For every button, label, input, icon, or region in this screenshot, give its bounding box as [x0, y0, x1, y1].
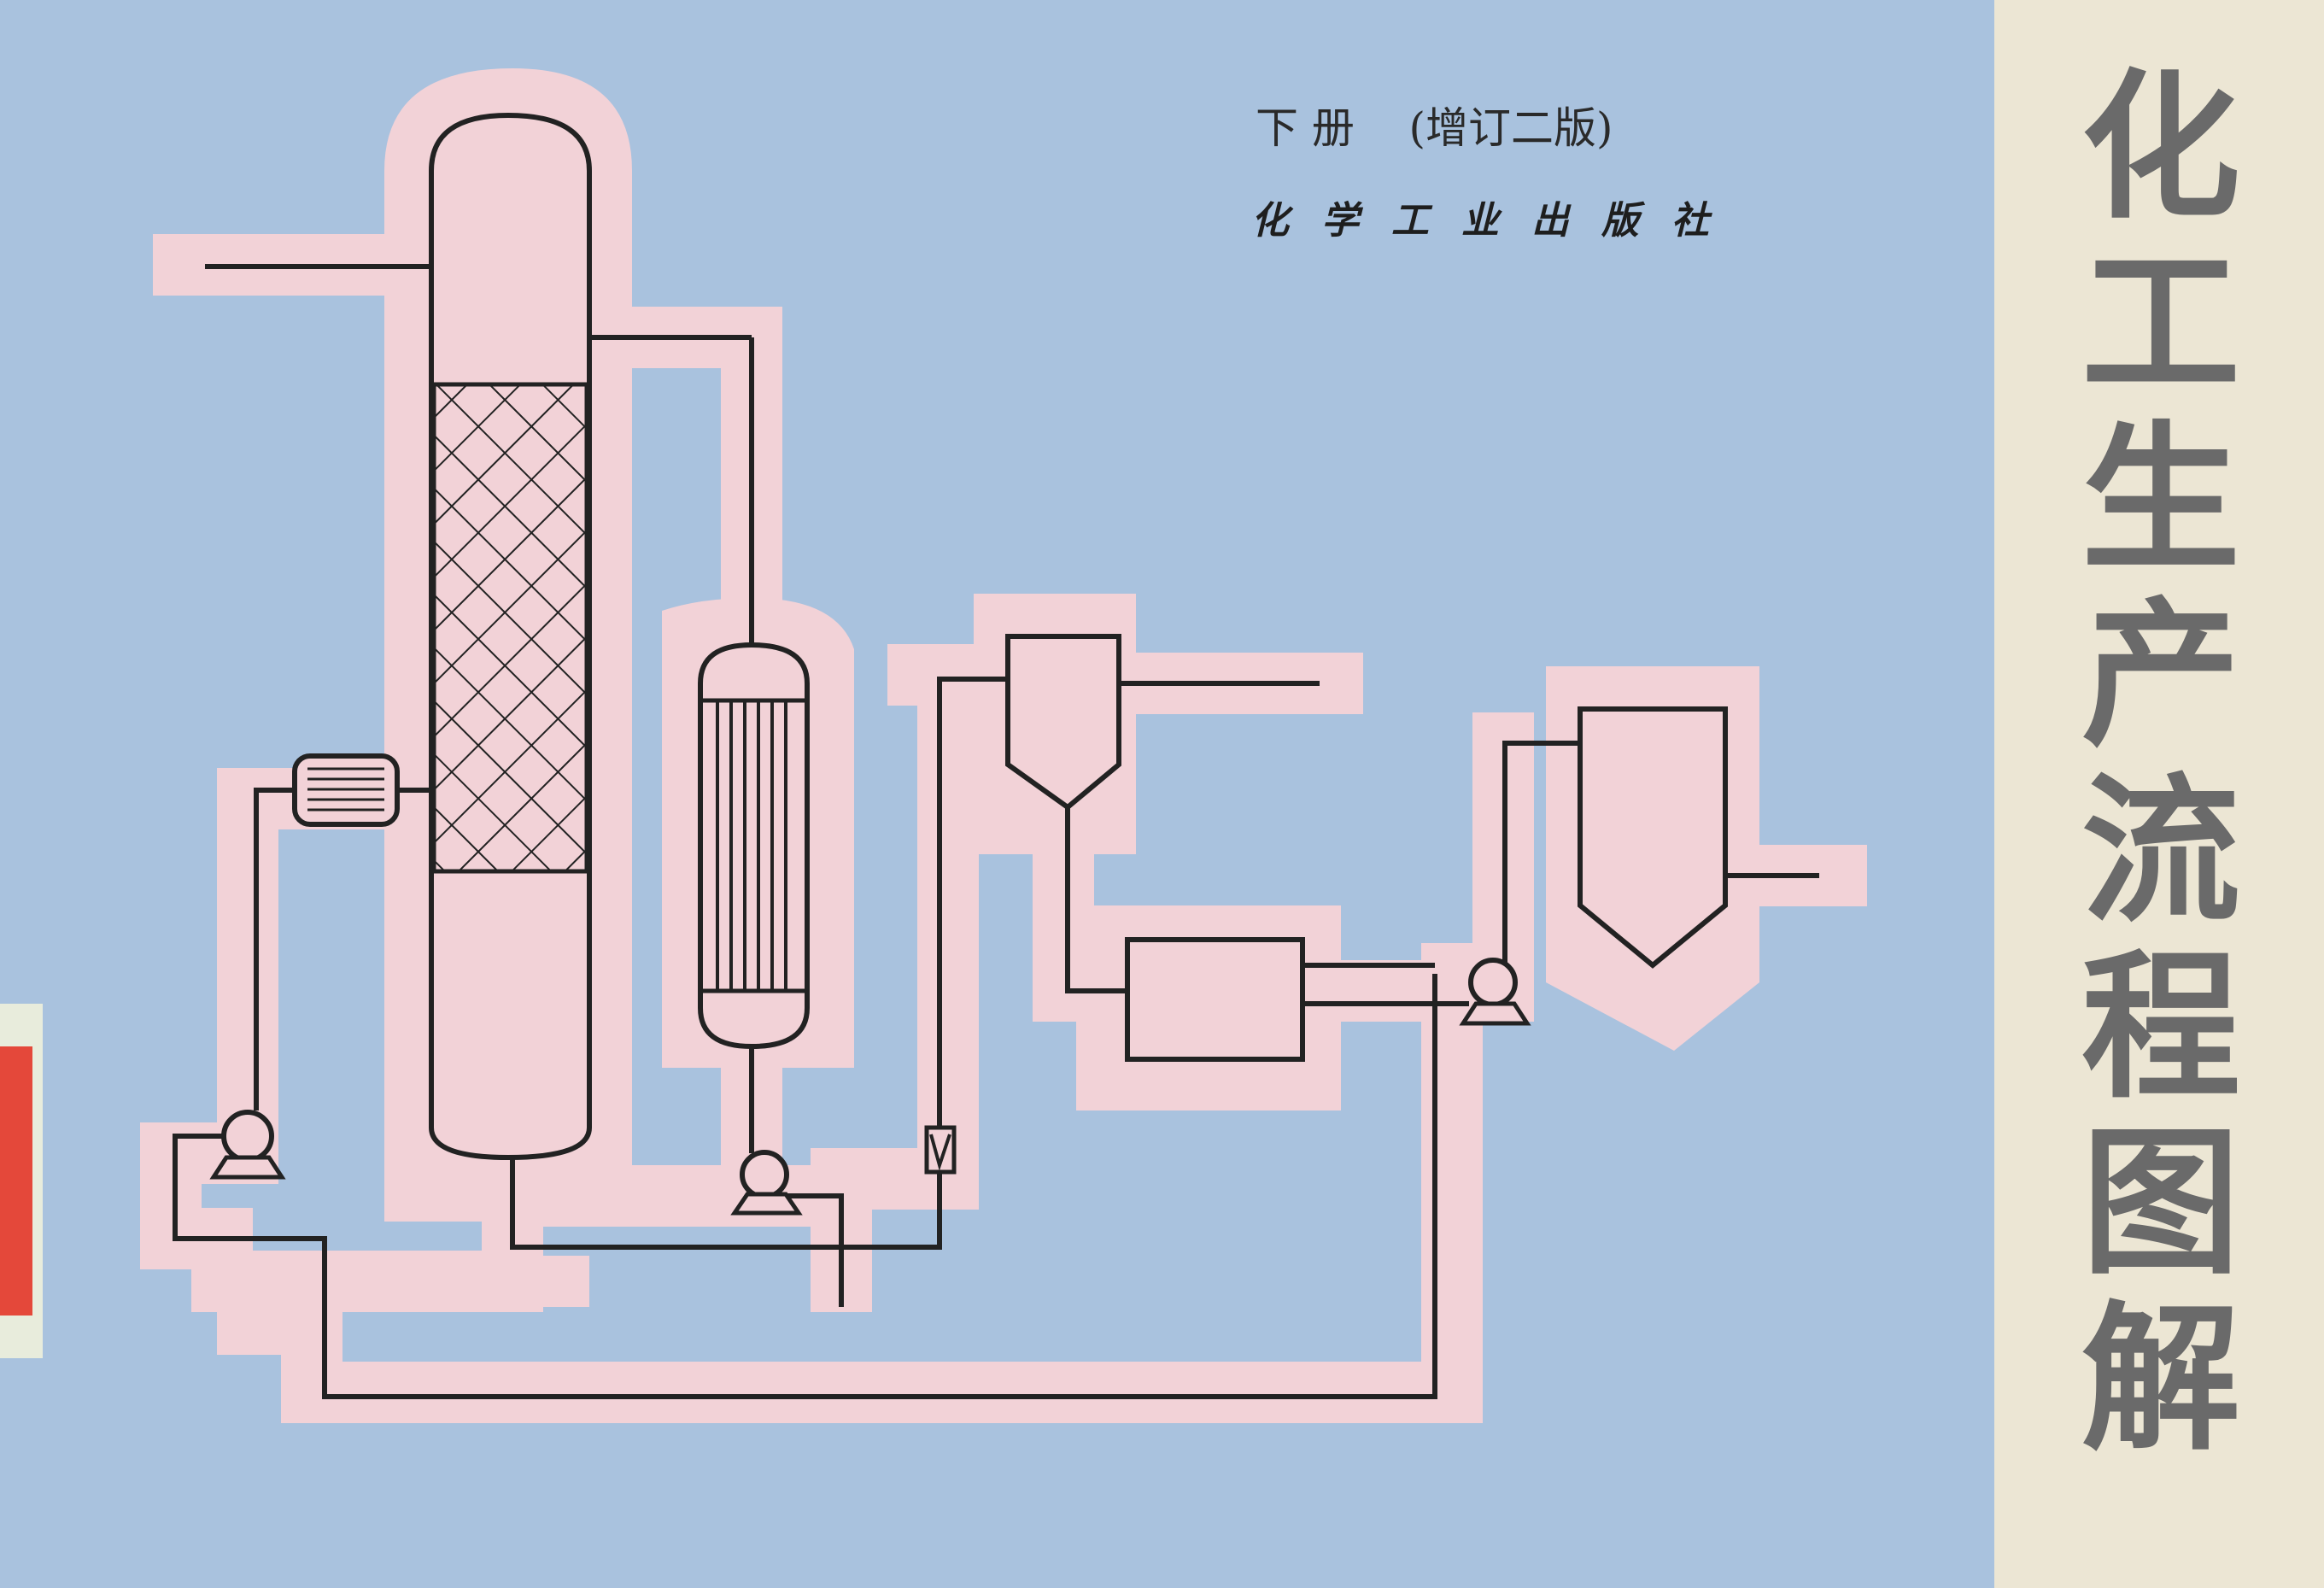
- packing-mesh: [431, 382, 589, 874]
- control-valve: [924, 677, 1008, 1175]
- holding-tank: [1125, 937, 1469, 1062]
- right-pump: [1459, 741, 1580, 1026]
- book-title: 化工生产流程图解: [2081, 55, 2240, 1472]
- left-pump: [173, 974, 1437, 1399]
- title-spine: [1994, 0, 2324, 1588]
- edge-tab-red-mark: [0, 1046, 32, 1316]
- edition-label: (增订二版): [1408, 103, 1613, 153]
- packed-column: [205, 112, 942, 1250]
- side-cooler: [254, 753, 431, 1110]
- tube-heat-exchanger: [698, 642, 810, 1153]
- volume-info: 下 册 (增订二版): [1256, 94, 1613, 155]
- cyclone-separator: [1005, 634, 1320, 993]
- middle-pump: [730, 1150, 844, 1307]
- volume-label: 下 册: [1256, 103, 1355, 153]
- settling-vessel: [1578, 706, 1819, 969]
- publisher-name: 化学工业出版社: [1251, 199, 1742, 243]
